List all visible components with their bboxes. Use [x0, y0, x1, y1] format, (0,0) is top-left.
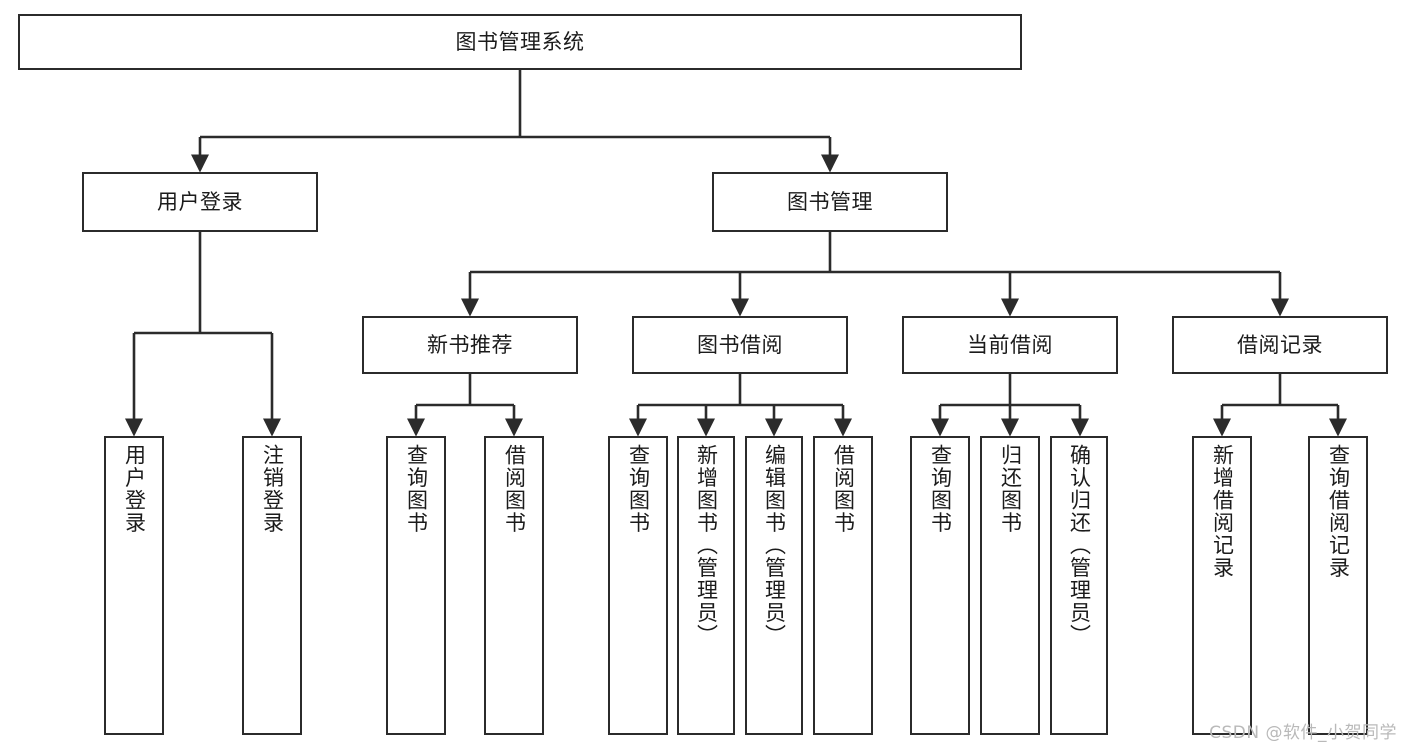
node-leaf-query-book-2-label: 查询图书 — [626, 444, 651, 534]
node-leaf-borrow-book-1-label: 借阅图书 — [502, 444, 527, 534]
node-borrow-record-label: 借阅记录 — [1237, 332, 1323, 357]
node-leaf-query-book-3[interactable]: 查询图书 — [910, 436, 970, 735]
node-leaf-logout-label: 注销登录 — [260, 444, 285, 534]
csdn-watermark: CSDN @软件_小贺同学 — [1209, 723, 1397, 743]
node-leaf-query-record[interactable]: 查询借阅记录 — [1308, 436, 1368, 735]
node-leaf-add-book-label: 新增图书（管理员） — [694, 444, 719, 647]
node-leaf-add-record[interactable]: 新增借阅记录 — [1192, 436, 1252, 735]
node-borrow-record[interactable]: 借阅记录 — [1172, 316, 1388, 374]
node-leaf-confirm-return[interactable]: 确认归还（管理员） — [1050, 436, 1108, 735]
node-book-manage[interactable]: 图书管理 — [712, 172, 948, 232]
node-leaf-add-record-label: 新增借阅记录 — [1210, 444, 1235, 579]
node-leaf-query-book-1[interactable]: 查询图书 — [386, 436, 446, 735]
node-new-book-rec-label: 新书推荐 — [427, 332, 513, 357]
node-book-borrow[interactable]: 图书借阅 — [632, 316, 848, 374]
node-leaf-user-login-label: 用户登录 — [122, 444, 147, 534]
node-leaf-query-book-1-label: 查询图书 — [404, 444, 429, 534]
node-current-borrow-label: 当前借阅 — [967, 332, 1053, 357]
node-leaf-add-book[interactable]: 新增图书（管理员） — [677, 436, 735, 735]
node-leaf-borrow-book-2[interactable]: 借阅图书 — [813, 436, 873, 735]
node-leaf-logout[interactable]: 注销登录 — [242, 436, 302, 735]
node-user-login-label: 用户登录 — [157, 189, 243, 214]
node-current-borrow[interactable]: 当前借阅 — [902, 316, 1118, 374]
node-book-manage-label: 图书管理 — [787, 189, 873, 214]
node-leaf-query-record-label: 查询借阅记录 — [1326, 444, 1351, 579]
node-leaf-borrow-book-1[interactable]: 借阅图书 — [484, 436, 544, 735]
node-leaf-return-book-label: 归还图书 — [998, 444, 1023, 534]
node-leaf-query-book-3-label: 查询图书 — [928, 444, 953, 534]
node-book-borrow-label: 图书借阅 — [697, 332, 783, 357]
node-new-book-rec[interactable]: 新书推荐 — [362, 316, 578, 374]
node-root-label: 图书管理系统 — [455, 29, 585, 54]
node-root[interactable]: 图书管理系统 — [18, 14, 1022, 70]
node-leaf-edit-book-label: 编辑图书（管理员） — [762, 444, 787, 647]
node-user-login[interactable]: 用户登录 — [82, 172, 318, 232]
node-leaf-edit-book[interactable]: 编辑图书（管理员） — [745, 436, 803, 735]
node-leaf-user-login[interactable]: 用户登录 — [104, 436, 164, 735]
node-leaf-borrow-book-2-label: 借阅图书 — [831, 444, 856, 534]
node-leaf-return-book[interactable]: 归还图书 — [980, 436, 1040, 735]
node-leaf-confirm-return-label: 确认归还（管理员） — [1067, 444, 1092, 647]
node-leaf-query-book-2[interactable]: 查询图书 — [608, 436, 668, 735]
